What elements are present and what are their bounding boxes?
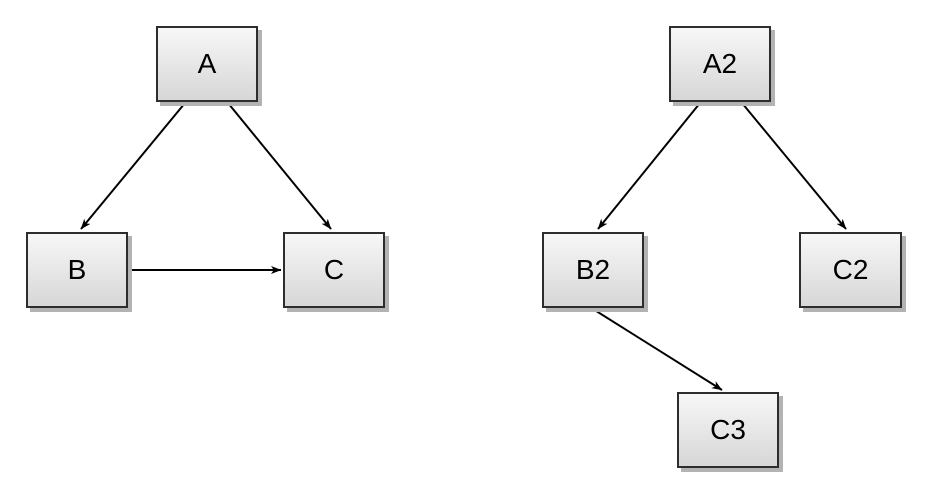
node-A: A xyxy=(156,26,258,102)
node-label-C: C xyxy=(323,254,345,285)
edges-group xyxy=(80,102,847,391)
node-label-A2: A2 xyxy=(702,48,738,79)
edge-B2-C3 xyxy=(592,308,723,391)
edge-A-C xyxy=(227,102,332,230)
node-label-B: B xyxy=(67,254,87,285)
node-label-C3: C3 xyxy=(710,414,746,445)
node-B2: B2 xyxy=(542,232,644,308)
edge-A2-C2 xyxy=(741,102,847,230)
node-C: C xyxy=(283,232,385,308)
node-A2: A2 xyxy=(669,26,771,102)
node-C3: C3 xyxy=(677,392,779,468)
node-C2: C2 xyxy=(799,232,902,308)
node-label-C2: C2 xyxy=(832,254,869,285)
node-label-B2: B2 xyxy=(575,254,611,285)
node-B: B xyxy=(26,232,128,308)
node-label-A: A xyxy=(197,48,217,79)
edge-A-B xyxy=(80,102,186,230)
edge-A2-B2 xyxy=(597,102,701,230)
